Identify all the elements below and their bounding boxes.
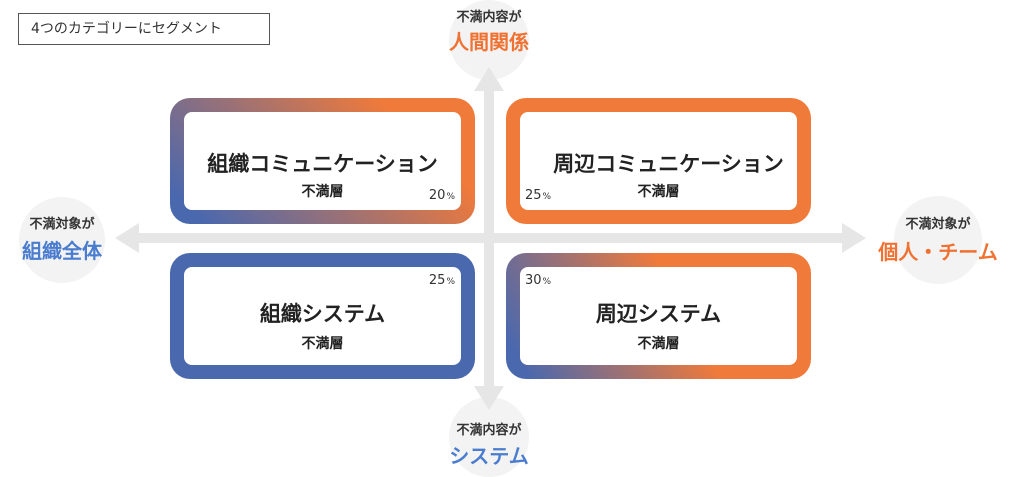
top-axis-value: 人間関係	[449, 30, 529, 54]
left-arrow-head	[115, 223, 139, 253]
quadrant-subtitle: 不満層	[301, 184, 344, 200]
percent-value: 25	[525, 188, 542, 203]
right-label-circle	[894, 196, 982, 284]
left-label-circle	[19, 197, 105, 283]
right-axis-value: 個人・チーム	[878, 240, 998, 264]
quadrant-inner: 組織コミュニケーション 不満層	[184, 112, 461, 210]
quadrant-peripheral-system: 周辺システム 不満層 30%	[506, 253, 811, 379]
percent-value: 30	[525, 273, 542, 288]
percent-unit: %	[446, 277, 455, 287]
percent-unit: %	[542, 192, 552, 202]
down-arrow-head	[474, 386, 504, 410]
percent-value: 25	[428, 273, 446, 288]
quadrant-inner: 周辺コミュニケーション 不満層	[520, 112, 797, 210]
left-axis-value: 組織全体	[22, 239, 102, 263]
right-arrow-head	[842, 223, 866, 253]
right-axis-caption: 不満対象が	[905, 217, 971, 232]
bottom-label-circle	[449, 397, 529, 477]
quadrant-percentage: 25%	[525, 187, 551, 206]
top-label-circle	[449, 0, 529, 80]
quadrant-organization-system: 組織システム 不満層 25%	[170, 253, 475, 379]
quadrant-title: 組織システム	[259, 302, 386, 326]
up-arrow-head	[474, 67, 504, 91]
bottom-axis-caption: 不満内容が	[456, 423, 522, 438]
quadrant-peripheral-communication: 周辺コミュニケーション 不満層 25%	[506, 98, 811, 224]
quadrant-percentage: 20%	[429, 187, 455, 206]
quadrant-subtitle: 不満層	[637, 336, 680, 352]
top-axis-caption: 不満内容が	[456, 10, 522, 25]
segment-label-box: 4つのカテゴリーにセグメント	[18, 13, 270, 45]
quadrant-title: 組織コミュニケーション	[207, 152, 438, 176]
percent-unit: %	[446, 192, 455, 202]
quadrant-subtitle: 不満層	[301, 336, 344, 352]
percent-unit: %	[542, 277, 552, 287]
quadrant-subtitle: 不満層	[637, 184, 680, 200]
quadrant-percentage: 30%	[525, 272, 551, 291]
vertical-axis-line	[484, 88, 494, 388]
bottom-axis-value: システム	[449, 444, 529, 468]
percent-value: 20	[428, 188, 446, 203]
left-axis-caption: 不満対象が	[29, 217, 95, 232]
quadrant-organization-communication: 組織コミュニケーション 不満層 20%	[170, 98, 475, 224]
quadrant-inner: 組織システム 不満層	[184, 267, 461, 365]
quadrant-title: 周辺コミュニケーション	[553, 152, 784, 176]
quadrant-percentage: 25%	[429, 272, 455, 291]
quadrant-title: 周辺システム	[595, 302, 722, 326]
quadrant-inner: 周辺システム 不満層	[520, 267, 797, 365]
